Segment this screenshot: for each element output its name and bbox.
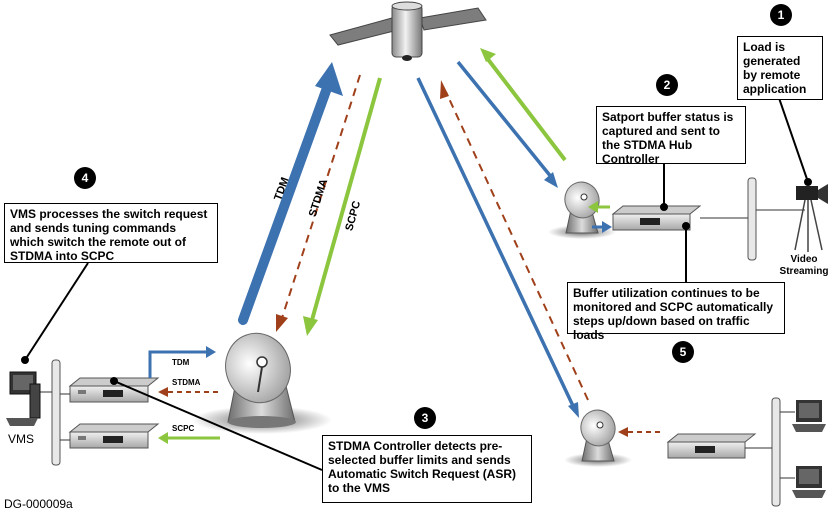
step-1-marker: 1	[770, 4, 792, 26]
step-2-marker: 2	[656, 74, 678, 96]
remote-dish-2	[564, 409, 632, 467]
figure-id: DG-000009a	[4, 497, 73, 511]
callout-step-1: Load is generated by remote application	[737, 36, 823, 100]
vms-computer-icon	[6, 371, 41, 426]
remote-rack-pole-2	[745, 397, 795, 507]
link-stdma-down	[276, 74, 361, 332]
link-scpc-up	[303, 77, 382, 336]
hub-stdma-arrow	[158, 387, 218, 397]
vms-label: VMS	[8, 432, 35, 446]
callout-leaders	[21, 97, 812, 471]
remote-computer-icon-1	[792, 400, 826, 432]
satellite	[329, 1, 487, 61]
step-3-marker: 3	[414, 407, 436, 429]
hub-tdm-arrow	[148, 346, 216, 378]
link-scpc-up-remote	[480, 48, 567, 162]
hub-rack-pole	[40, 359, 70, 466]
video-streaming-label: Video Streaming	[779, 254, 828, 277]
hub-scpc-arrow	[158, 432, 220, 444]
hub-label-scpc: SCPC	[172, 424, 195, 433]
remote-modem-2	[666, 433, 757, 459]
step-4-marker: 4	[74, 167, 96, 189]
link-tdm-down-remote2	[416, 77, 579, 418]
callout-step-3: STDMA Controller detects pre-selected bu…	[322, 435, 532, 503]
step-5-marker: 5	[672, 341, 694, 363]
remote-rack-pole-1	[700, 177, 805, 261]
link-tdm-down-remote	[456, 60, 558, 188]
link-stdma-up-remote2	[440, 80, 589, 401]
remote1-tdm-arrow	[592, 221, 612, 233]
remote-modem-1	[611, 205, 702, 231]
link-tdm-up	[238, 62, 343, 325]
hub-label-stdma: STDMA	[172, 378, 201, 387]
callout-step-5: Buffer utilization continues to be monit…	[567, 282, 785, 342]
callout-step-4: VMS processes the switch request and sen…	[4, 203, 218, 263]
callout-step-2: Satport buffer status is captured and se…	[596, 106, 746, 166]
hub-dish	[192, 332, 332, 434]
hub-modem-scpc	[68, 423, 160, 449]
remote1-scpc-arrow	[588, 201, 610, 213]
remote-computer-icon-2	[792, 466, 826, 498]
remote2-stdma-arrow	[618, 427, 660, 437]
hub-label-tdm: TDM	[172, 358, 190, 367]
video-camera-icon	[794, 184, 828, 252]
